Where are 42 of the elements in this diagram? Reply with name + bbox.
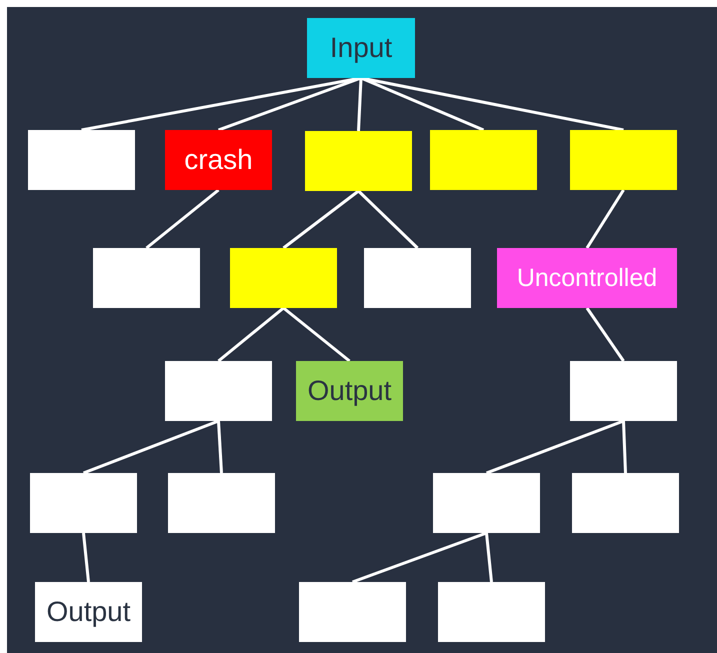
empty-box xyxy=(168,473,275,533)
connector-line xyxy=(352,532,488,584)
empty-box xyxy=(430,130,537,190)
connector-line xyxy=(218,306,284,362)
node-label: Input xyxy=(330,34,392,62)
connector-line xyxy=(217,420,223,474)
connector-line xyxy=(82,532,90,582)
connector-line xyxy=(282,190,360,250)
empty-box xyxy=(230,248,337,308)
labeled-box xyxy=(35,582,142,642)
connector-line xyxy=(486,420,624,474)
connector-line xyxy=(485,532,493,582)
empty-box xyxy=(570,130,677,190)
labeled-box xyxy=(296,361,403,421)
node-label: Output xyxy=(307,377,392,405)
empty-box xyxy=(364,248,471,308)
empty-box xyxy=(438,582,545,642)
connector-line xyxy=(146,188,220,250)
connector-line xyxy=(357,78,362,132)
connector-line xyxy=(586,307,625,362)
labeled-box xyxy=(497,248,677,308)
empty-box xyxy=(572,473,679,533)
labeled-box xyxy=(165,130,272,190)
node-label: Uncontrolled xyxy=(516,266,658,290)
connector-line xyxy=(82,420,220,474)
empty-box xyxy=(299,582,406,642)
connector-line xyxy=(357,190,419,250)
connector-line xyxy=(282,306,350,362)
empty-box xyxy=(93,248,200,308)
connector-line xyxy=(218,76,362,132)
connector-line xyxy=(360,76,484,132)
empty-box xyxy=(433,473,540,533)
node-label: Output xyxy=(46,598,131,626)
empty-box xyxy=(570,361,677,421)
connector-line xyxy=(586,189,625,249)
empty-box xyxy=(30,473,137,533)
node-label: crash xyxy=(184,146,253,174)
empty-box xyxy=(28,130,135,190)
empty-box xyxy=(305,131,412,191)
empty-box xyxy=(165,361,272,421)
connector-line xyxy=(622,420,627,474)
labeled-box xyxy=(307,18,415,78)
